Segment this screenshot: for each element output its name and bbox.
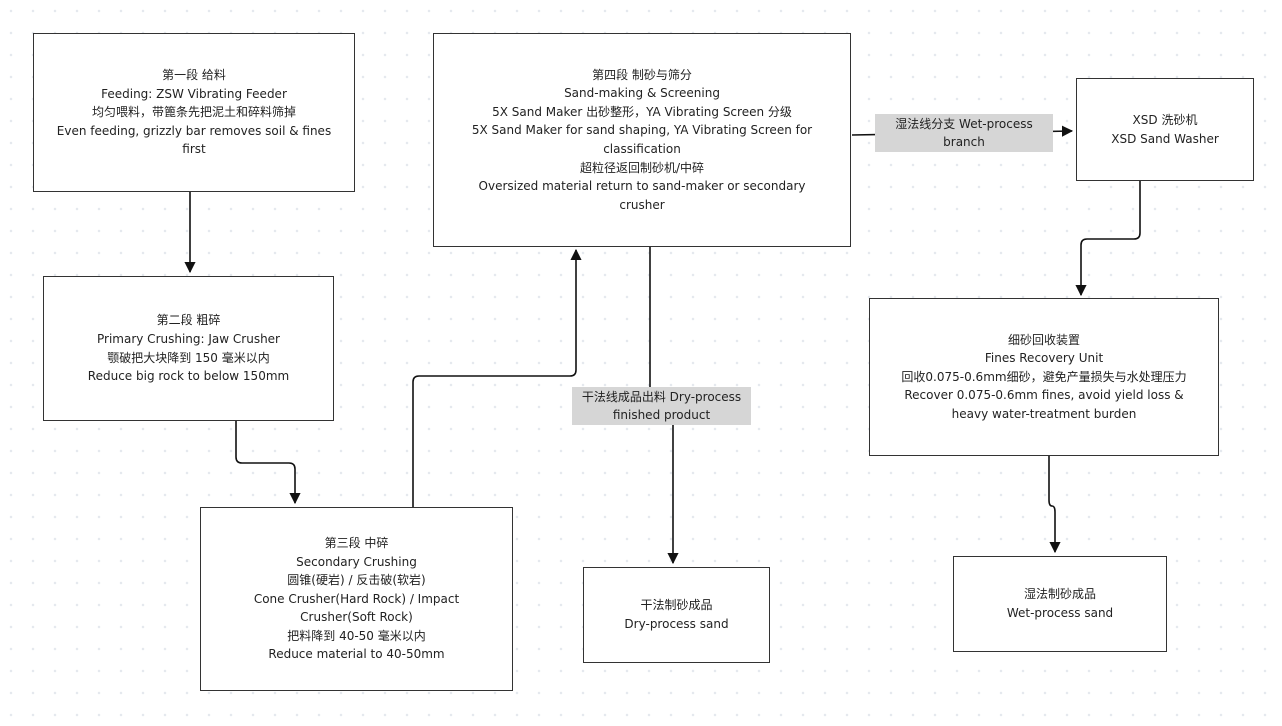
edge-label-wet-process-branch: 湿法线分支 Wet-process branch	[875, 114, 1053, 152]
text-line: 湿法制砂成品	[1023, 587, 1096, 602]
text-line: Even feeding, grizzly bar removes soil &…	[56, 123, 332, 138]
text-line: 5X Sand Maker 出砂整形，YA Vibrating Screen 分…	[492, 104, 792, 119]
text-line: 湿法线分支 Wet-process	[895, 117, 1033, 131]
text-line: Dry-process sand	[624, 617, 729, 631]
text-line: Fines Recovery Unit	[984, 351, 1104, 366]
text-line: 第二段 粗碎	[156, 313, 221, 328]
text-line: Recover 0.075-0.6mm fines, avoid yield l…	[904, 388, 1184, 403]
text-line: Crusher(Soft Rock)	[300, 610, 413, 625]
edge-washer-to-fines	[1075, 181, 1141, 297]
text-line: Oversized material return to sand-maker …	[478, 179, 806, 194]
text-line: 超粒径返回制砂机/中碎	[579, 160, 705, 175]
text-line: branch	[943, 135, 985, 149]
edge-label-dry-process-product: 干法线成品出料 Dry-process finished product	[572, 387, 751, 425]
text-line: first	[182, 142, 206, 157]
text-line: 5X Sand Maker for sand shaping, YA Vibra…	[471, 123, 813, 138]
text-line: Feeding: ZSW Vibrating Feeder	[101, 86, 287, 101]
text-line: Reduce big rock to below 150mm	[87, 369, 290, 384]
text-line: crusher	[619, 197, 665, 212]
node-wet-process-sand[interactable]: 湿法制砂成品 Wet-process sand	[953, 556, 1167, 652]
text-line: XSD Sand Washer	[1111, 131, 1219, 146]
text-line: 回收0.075-0.6mm细砂，避免产量损失与水处理压力	[901, 369, 1187, 384]
node-dry-process-sand[interactable]: 干法制砂成品 Dry-process sand	[583, 567, 770, 663]
text-line: 颚破把大块降到 150 毫米以内	[107, 350, 270, 365]
text-line: 第一段 给料	[162, 68, 226, 83]
text-line: Primary Crushing: Jaw Crusher	[97, 331, 280, 346]
text-line: heavy water-treatment burden	[951, 406, 1137, 421]
text-line: 把料降到 40-50 毫米以内	[287, 628, 426, 643]
edge-fines-to-wet	[1048, 456, 1061, 554]
text-line: Secondary Crushing	[296, 554, 417, 569]
text-line: Cone Crusher(Hard Rock) / Impact	[253, 591, 460, 606]
text-line: 细砂回收装置	[1007, 332, 1080, 347]
text-line: Wet-process sand	[1006, 606, 1114, 620]
node-stage3-secondary-crushing[interactable]: 第三段 中碎 Secondary Crushing 圆锥(硬岩) / 反击破(软岩)…	[200, 507, 513, 691]
text-line: 干法制砂成品	[640, 598, 713, 613]
text-line: 第三段 中碎	[324, 535, 389, 550]
node-stage4-sand-making[interactable]: 第四段 制砂与筛分 Sand-making & Screening 5X Sand …	[433, 33, 851, 247]
text-line: 第四段 制砂与筛分	[592, 67, 692, 82]
node-xsd-sand-washer[interactable]: XSD 洗砂机 XSD Sand Washer	[1076, 78, 1254, 181]
text-line: 干法线成品出料 Dry-process	[581, 390, 742, 404]
edge-stage2-to-stage3	[235, 421, 301, 505]
node-fines-recovery[interactable]: 细砂回收装置 Fines Recovery Unit 回收0.075-0.6mm细砂…	[869, 298, 1219, 456]
text-line: finished product	[612, 408, 711, 422]
text-line: Reduce material to 40-50mm	[268, 647, 445, 662]
text-line: 圆锥(硬岩) / 反击破(软岩)	[287, 573, 426, 588]
edge-stage3-to-stage4	[412, 248, 582, 507]
text-line: Sand-making & Screening	[564, 86, 720, 101]
node-stage1-feeding[interactable]: 第一段 给料 Feeding: ZSW Vibrating Feeder 均匀喂料，…	[33, 33, 355, 192]
node-stage2-primary-crushing[interactable]: 第二段 粗碎 Primary Crushing: Jaw Crusher 颚破把大块…	[43, 276, 334, 421]
text-line: XSD 洗砂机	[1132, 112, 1198, 127]
text-line: classification	[603, 142, 681, 156]
text-line: 均匀喂料，带篦条先把泥土和碎料筛掉	[91, 105, 296, 120]
